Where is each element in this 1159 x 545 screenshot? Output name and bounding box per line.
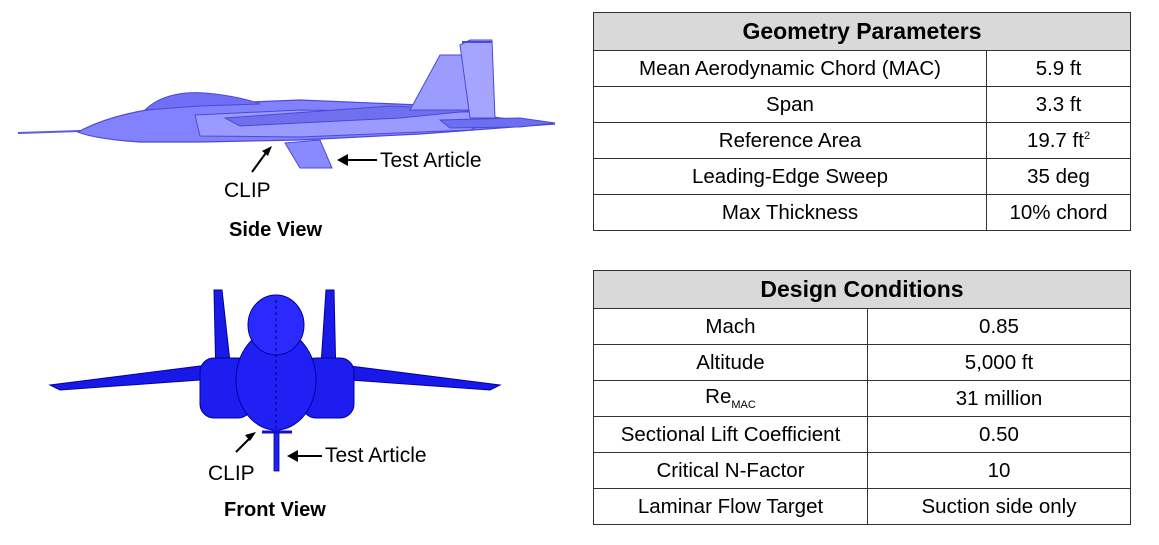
side-test-article-label: Test Article	[380, 149, 482, 172]
table-row: ReMAC 31 million	[593, 380, 1131, 417]
design-table-title: Design Conditions	[593, 270, 1131, 309]
param-subscript: MAC	[731, 399, 756, 412]
value-cell: 3.3 ft	[986, 86, 1131, 123]
table-row: Laminar Flow Target Suction side only	[593, 488, 1131, 525]
param-text: Re	[705, 385, 732, 409]
table-row: Reference Area 19.7 ft2	[593, 122, 1131, 159]
value-cell: 0.85	[867, 308, 1131, 345]
value-cell: 5,000 ft	[867, 344, 1131, 381]
param-cell: ReMAC	[593, 380, 868, 417]
table-row: Mean Aerodynamic Chord (MAC) 5.9 ft	[593, 50, 1131, 87]
geometry-parameters-table: Geometry Parameters Mean Aerodynamic Cho…	[593, 12, 1131, 231]
front-clip-label: CLIP	[208, 462, 255, 485]
geometry-table-title: Geometry Parameters	[593, 12, 1131, 51]
param-cell: Mean Aerodynamic Chord (MAC)	[593, 50, 987, 87]
front-view-aircraft-image	[48, 289, 502, 472]
value-cell: 31 million	[867, 380, 1131, 417]
table-row: Critical N-Factor 10	[593, 452, 1131, 489]
side-view-caption: Side View	[229, 219, 323, 241]
front-view-caption: Front View	[224, 499, 326, 521]
param-cell: Reference Area	[593, 122, 987, 159]
table-row: Sectional Lift Coefficient 0.50	[593, 416, 1131, 453]
side-view-panel: CLIP Test Article Side View	[0, 0, 580, 260]
table-row: Leading-Edge Sweep 35 deg	[593, 158, 1131, 195]
param-cell: Mach	[593, 308, 868, 345]
design-conditions-table: Design Conditions Mach 0.85 Altitude 5,0…	[593, 270, 1131, 525]
param-cell: Span	[593, 86, 987, 123]
table-row: Max Thickness 10% chord	[593, 194, 1131, 231]
value-cell: 19.7 ft2	[986, 122, 1131, 159]
side-clip-label: CLIP	[224, 179, 271, 202]
param-cell: Max Thickness	[593, 194, 987, 231]
param-cell: Sectional Lift Coefficient	[593, 416, 868, 453]
value-cell: 5.9 ft	[986, 50, 1131, 87]
value-cell: Suction side only	[867, 488, 1131, 525]
value-cell: 35 deg	[986, 158, 1131, 195]
front-view-panel: CLIP Test Article Front View	[0, 270, 580, 545]
value-cell: 10	[867, 452, 1131, 489]
param-cell: Leading-Edge Sweep	[593, 158, 987, 195]
value-cell: 10% chord	[986, 194, 1131, 231]
value-text: 19.7 ft	[1026, 128, 1084, 152]
front-test-article-label: Test Article	[325, 444, 427, 467]
side-view-aircraft-image	[17, 39, 556, 173]
param-cell: Altitude	[593, 344, 868, 381]
param-cell: Critical N-Factor	[593, 452, 868, 489]
value-cell: 0.50	[867, 416, 1131, 453]
table-row: Mach 0.85	[593, 308, 1131, 345]
param-cell: Laminar Flow Target	[593, 488, 868, 525]
table-row: Altitude 5,000 ft	[593, 344, 1131, 381]
table-row: Span 3.3 ft	[593, 86, 1131, 123]
value-superscript: 2	[1083, 129, 1091, 142]
